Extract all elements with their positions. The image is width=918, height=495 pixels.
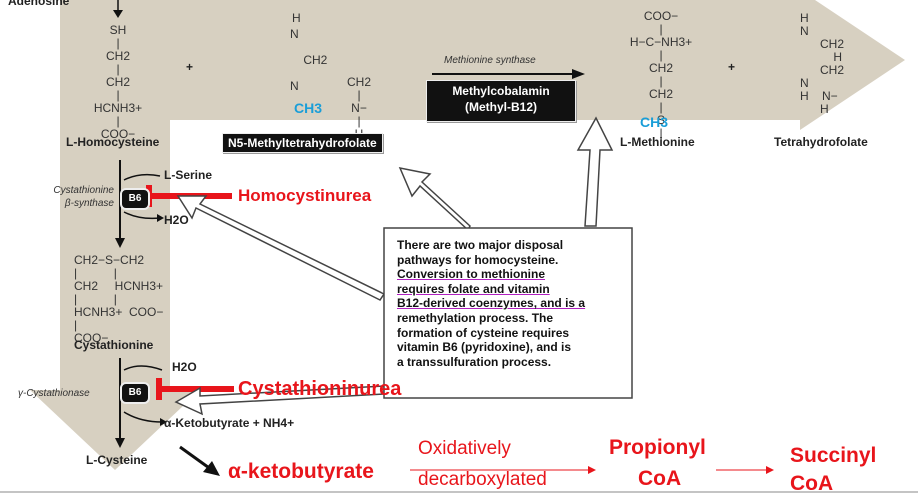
cofactor-line-1: Methylcobalamin — [452, 84, 550, 98]
thf-label: Tetrahydrofolate — [774, 135, 868, 149]
methionine-synthase-label: Methionine synthase — [444, 55, 536, 66]
note-line-4: requires folate and vitamin — [397, 281, 550, 296]
callout-arrow-b6-top — [176, 195, 386, 301]
pathway-alpha-ketobutyrate: α-ketobutyrate — [228, 460, 374, 483]
plus-sign-1: + — [186, 60, 194, 74]
plus-sign-2: + — [728, 60, 736, 74]
pathway-succinyl: Succinyl — [790, 444, 877, 467]
cysteine-label: L-Cysteine — [86, 453, 148, 467]
disorder-homocystinurea: Homocystinurea — [238, 186, 372, 205]
methionine-structure: COO− | H−C−NH3+ | CH2 | CH2 | S | — [629, 9, 693, 140]
methionine-label: L-Methionine — [620, 135, 695, 149]
cofactor-line-2: (Methyl-B12) — [464, 100, 537, 114]
methionine-ch3: CH3 — [640, 114, 669, 130]
note-line-1: There are two major disposal — [397, 238, 564, 252]
b6-cofactor-cbs: B6 — [120, 188, 150, 210]
homocysteine-structure: SH | CH2 | CH2 | HCNH3+ | COO− — [93, 23, 143, 141]
callout-arrow-b6-bottom — [174, 385, 385, 416]
note-box — [383, 227, 633, 399]
pathway-succinyl-coa: CoA — [790, 472, 834, 495]
ketobutyrate-arrow — [179, 445, 213, 472]
note-line-5: B12-derived coenzymes, and is a — [397, 296, 586, 311]
methyl-thf-ch3: CH3 — [294, 100, 323, 116]
inhibition-bar-cgl — [158, 386, 234, 392]
thf-structure: H N CH2 H CH2 N H N− H — [800, 11, 845, 116]
methyl-thf-side-chain: CH2 | N− | H — [346, 75, 371, 141]
cbs-enzyme-line-2: β-synthase — [64, 198, 114, 209]
serine-label: L-Serine — [164, 168, 213, 182]
horizontal-pathway-band — [165, 0, 905, 130]
adenosine-label: Adenosine — [8, 0, 70, 8]
methyl-thf-label: N5-Methyltetrahydrofolate — [222, 133, 383, 153]
methyl-thf-h: H — [292, 11, 301, 25]
note-line-6: remethylation process. The — [397, 310, 554, 325]
cbs-enzyme-line-1: Cystathionine — [53, 185, 114, 196]
methylcobalamin-box: Methylcobalamin (Methyl-B12) — [426, 80, 576, 122]
cystathionine-label: Cystathionine — [74, 338, 154, 352]
vertical-pathway-band — [30, 0, 200, 470]
inhibition-bar-cgl-end — [156, 378, 162, 400]
ketobutyrate-products: α-Ketobutyrate + NH4+ — [164, 416, 295, 430]
pathway-propionyl: Propionyl — [609, 436, 706, 459]
note-line-8: vitamin B6 (pyridoxine), and is — [397, 340, 572, 355]
note-line-9: a transsulfuration process. — [397, 354, 552, 369]
note-line-7: formation of cysteine requires — [397, 325, 570, 340]
pathway-propionyl-coa: CoA — [638, 467, 682, 490]
note-line-3: Conversion to methionine — [397, 267, 546, 282]
water-label-1: H2O — [164, 213, 189, 227]
callout-arrow-methylthf — [398, 166, 471, 232]
callout-arrow-cofactor — [576, 116, 614, 227]
methyl-thf-ring: N CH2 N — [290, 27, 328, 93]
cystathionine-structure: CH2−S−CH2 | | CH2 HCNH3+ | | HCNH3+ COO−… — [74, 253, 164, 345]
homocysteine-label: L-Homocysteine — [66, 135, 160, 149]
pathway-step-decarboxylated: decarboxylated — [418, 469, 547, 490]
pathway-step-oxidatively: Oxidatively — [418, 438, 511, 459]
disorder-cystathioninurea: Cystathioninurea — [238, 378, 402, 400]
note-text: There are two major disposal pathways fo… — [397, 238, 627, 369]
water-label-2: H2O — [172, 360, 197, 374]
b6-cofactor-cgl: B6 — [120, 382, 150, 404]
note-line-2: pathways for homocysteine. — [397, 252, 559, 267]
cgl-enzyme-label: γ-Cystathionase — [18, 388, 90, 399]
